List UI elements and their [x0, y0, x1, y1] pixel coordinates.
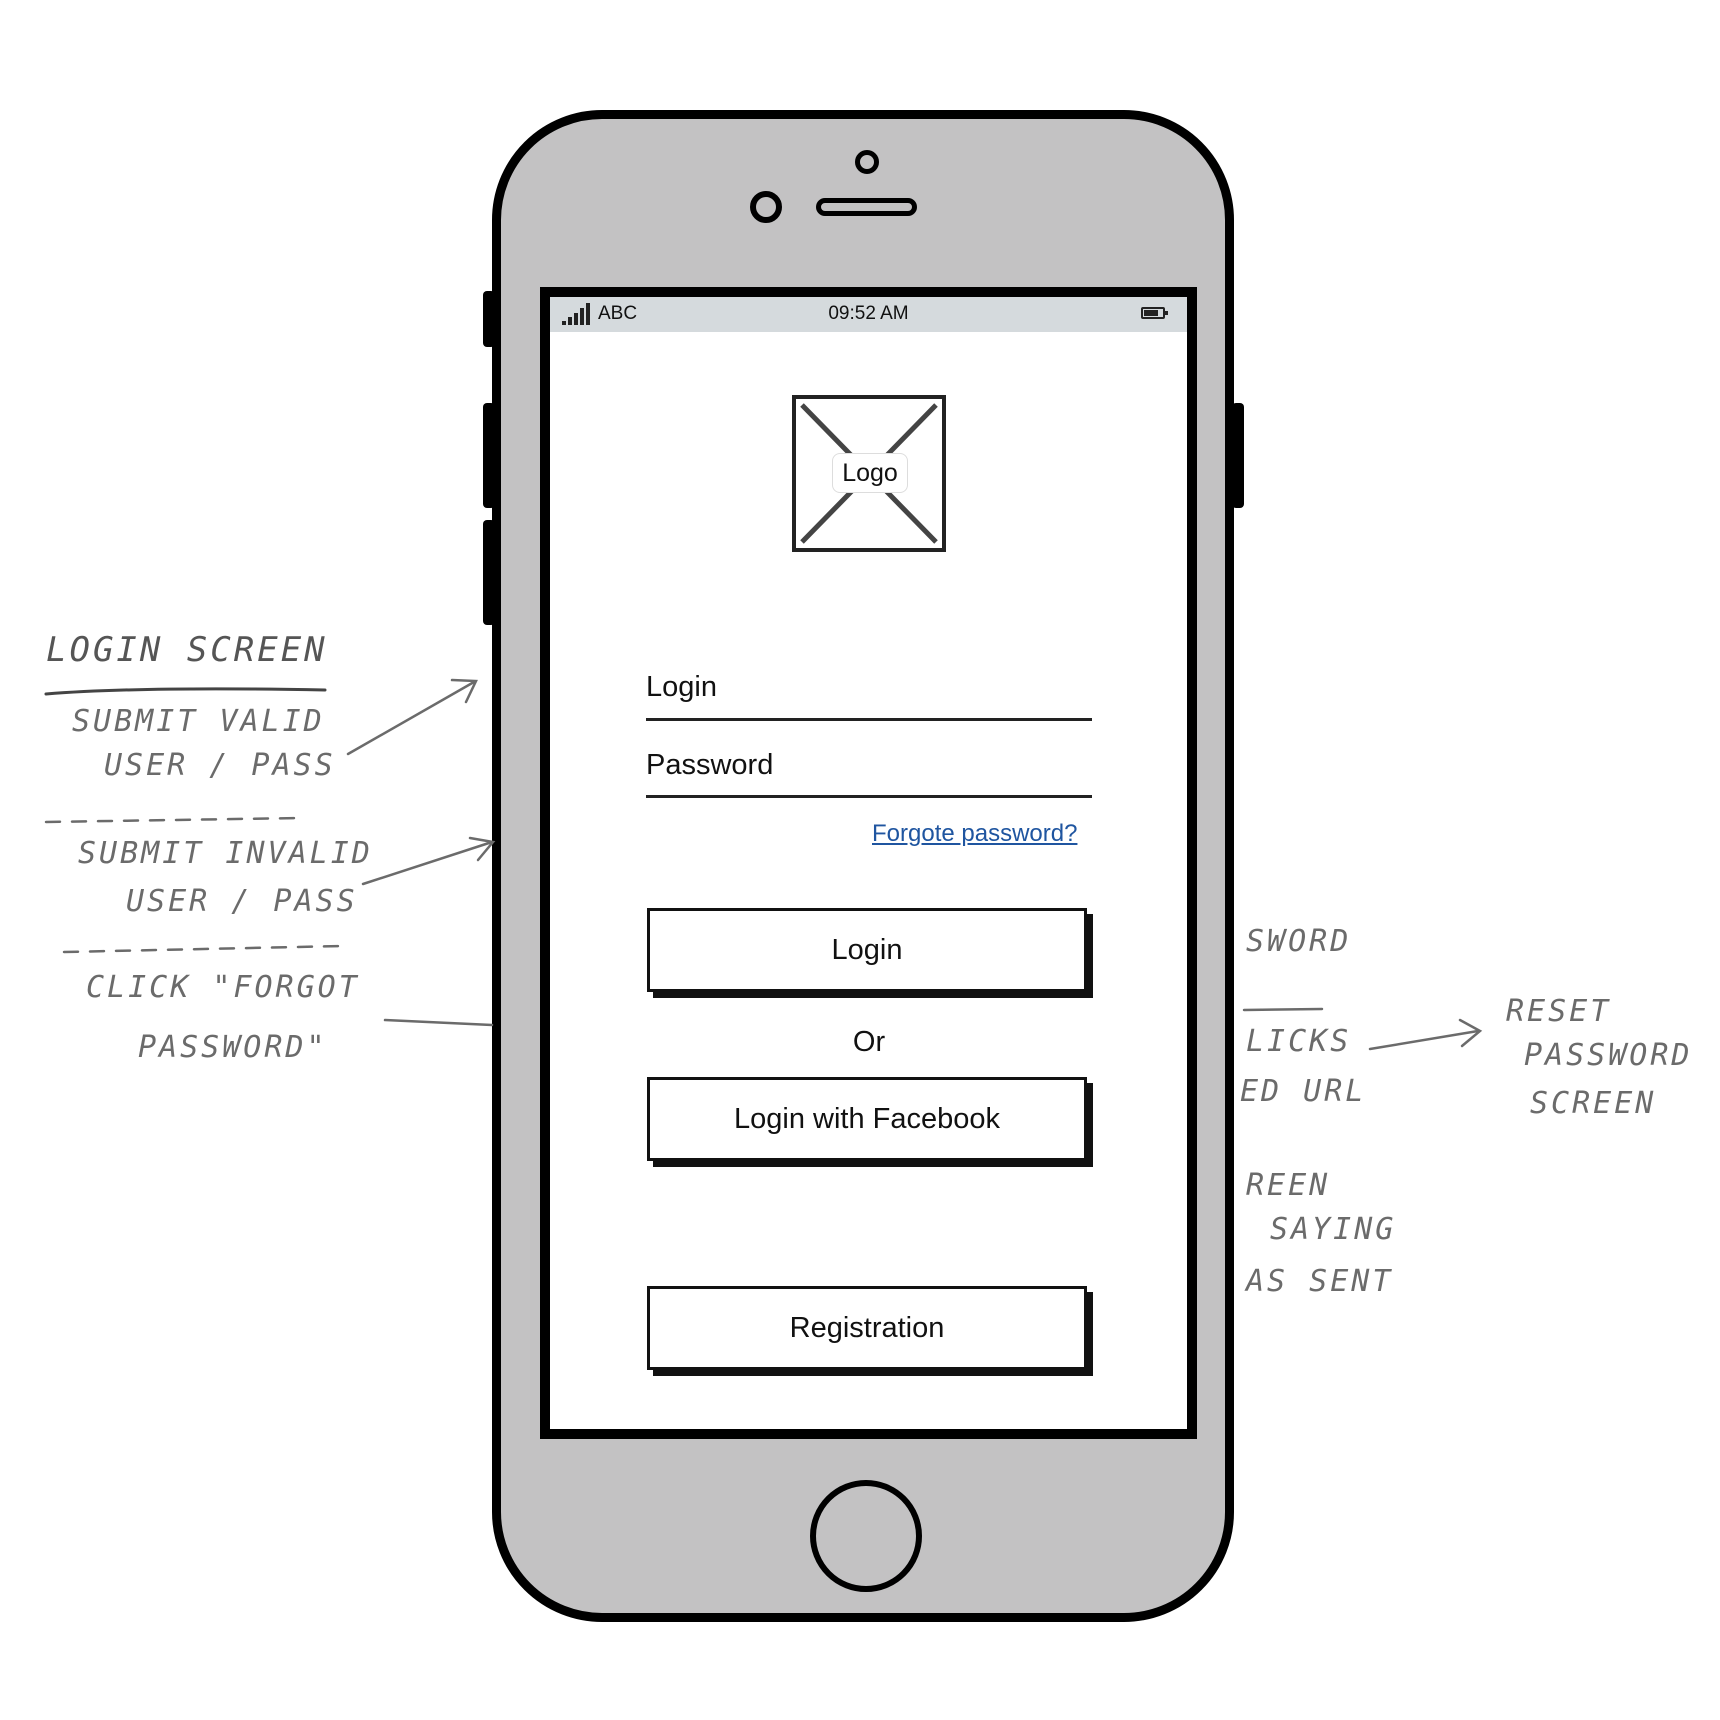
registration-button[interactable]: Registration	[647, 1286, 1087, 1370]
annotation-reset-line-1: RESET	[1506, 994, 1612, 1029]
annotation-note-2-line-2: USER / PASS	[126, 884, 358, 919]
logo-label: Logo	[832, 453, 908, 493]
front-sensor-icon	[855, 150, 879, 174]
annotation-right-fragment-1: SWORD	[1246, 924, 1352, 959]
annotation-note-2-line-1: SUBMIT INVALID	[78, 836, 373, 871]
battery-icon	[1141, 307, 1168, 319]
password-field-label: Password	[646, 749, 774, 781]
forgot-password-link[interactable]: Forgote password?	[872, 820, 1078, 847]
facebook-login-button[interactable]: Login with Facebook	[647, 1077, 1087, 1161]
front-camera-icon	[750, 191, 782, 223]
logo-placeholder: Logo	[792, 395, 946, 552]
annotation-right-fragment-6: AS SENT	[1246, 1264, 1394, 1299]
carrier-name: ABC	[598, 303, 638, 324]
login-field-label: Login	[646, 671, 717, 703]
status-time: 09:52 AM	[828, 303, 909, 324]
phone-screen: ABC 09:52 AM Logo Login Password Forgote…	[540, 287, 1197, 1439]
annotation-right-fragment-3: ED URL	[1240, 1074, 1367, 1109]
or-separator: Or	[852, 1026, 886, 1058]
annotation-note-3-line-2: PASSWORD"	[138, 1030, 328, 1065]
annotation-note-1-line-1: SUBMIT VALID	[72, 704, 325, 739]
power-button	[1232, 403, 1244, 508]
password-input[interactable]	[646, 795, 1092, 798]
annotation-reset-line-2: PASSWORD	[1524, 1038, 1693, 1073]
volume-down-button	[483, 520, 495, 625]
annotation-right-fragment-2: LICKS	[1246, 1024, 1352, 1059]
mute-switch	[483, 291, 495, 347]
signal-strength-icon	[562, 303, 590, 325]
login-button[interactable]: Login	[647, 908, 1087, 992]
annotation-reset-line-3: SCREEN	[1530, 1086, 1657, 1121]
annotation-right-fragment-4: REEN	[1246, 1168, 1331, 1203]
annotation-note-3-line-1: CLICK "FORGOT	[86, 970, 360, 1005]
annotation-title: LOGIN SCREEN	[46, 630, 328, 670]
annotation-right-fragment-5: SAYING	[1270, 1212, 1397, 1247]
home-button[interactable]	[810, 1480, 922, 1592]
annotation-note-1-line-2: USER / PASS	[104, 748, 336, 783]
earpiece-speaker	[816, 198, 917, 216]
login-input[interactable]	[646, 718, 1092, 721]
volume-up-button	[483, 403, 495, 508]
status-bar: ABC 09:52 AM	[550, 297, 1187, 332]
